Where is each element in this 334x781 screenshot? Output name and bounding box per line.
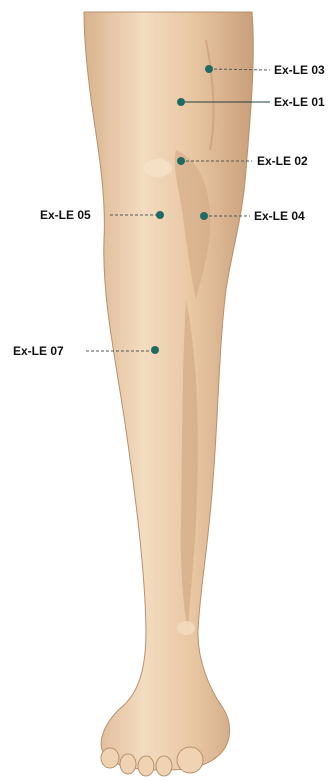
point-marker-ex-le-04[interactable] [200,212,208,220]
leg-body [84,12,253,770]
point-label-ex-le-02: Ex-LE 02 [257,154,308,168]
toe-2 [120,754,136,774]
toe-5 [177,747,203,773]
point-label-ex-le-05: Ex-LE 05 [40,208,91,222]
point-marker-ex-le-01[interactable] [177,98,185,106]
point-marker-ex-le-07[interactable] [151,346,159,354]
point-marker-ex-le-03[interactable] [205,65,213,73]
point-label-ex-le-01: Ex-LE 01 [274,95,325,109]
point-marker-ex-le-02[interactable] [177,157,185,165]
patella-highlight [144,159,172,177]
point-label-ex-le-07: Ex-LE 07 [13,344,64,358]
leg-illustration [84,12,253,776]
toe-4 [156,756,172,776]
point-label-ex-le-03: Ex-LE 03 [274,63,325,77]
toe-3 [138,756,154,776]
ankle-bone [177,621,195,635]
point-label-ex-le-04: Ex-LE 04 [254,209,305,223]
toe-1 [101,748,119,768]
point-marker-ex-le-05[interactable] [156,211,164,219]
